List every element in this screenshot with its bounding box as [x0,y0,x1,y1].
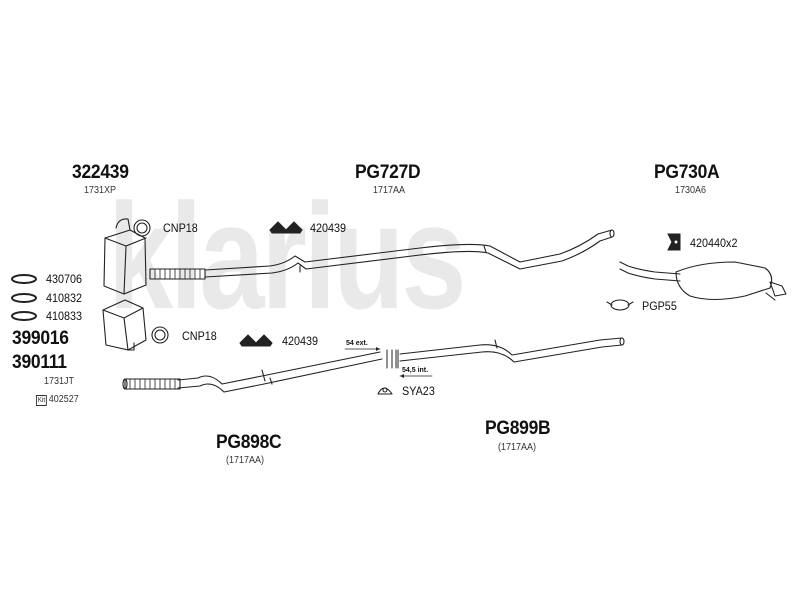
flex-section-bottom [124,378,181,390]
gasket-410832-label: 410832 [46,291,83,305]
gasket-pgp55-label: PGP55 [642,299,677,313]
part-number-pg898c: PG898C [216,432,282,453]
ref-1731jt: 1731JT [44,376,75,387]
part-number-pg727d: PG727D [355,162,421,183]
brand-watermark: klarius [108,172,467,340]
annotation-ext: 54 ext. [346,340,368,347]
ref-1731xp: 1731XP [84,185,117,196]
hanger-bottom-shape [239,334,273,347]
gasket-ring-3 [11,311,37,321]
ref-1717aa-bottom-center: (1717AA) [498,442,537,453]
ref-1730a6: 1730A6 [675,185,707,196]
tailpipe-pg730a [619,261,681,275]
part-number-390111: 390111 [12,352,67,373]
ref-1717aa-bottom-left: (1717AA) [226,455,265,466]
hanger-right-label: 420440x2 [690,236,738,250]
hanger-top-shape [269,221,303,234]
pipe-pg899b [399,337,623,356]
clamp-top-label: CNP18 [163,221,198,235]
rear-silencer [675,261,773,301]
part-number-pg730a: PG730A [654,162,720,183]
annotation-int: 54,5 int. [402,367,429,374]
flex-section-top [149,268,206,280]
hanger-bottom-label: 420439 [282,334,319,348]
gasket-ring-2 [11,293,37,303]
clamp-bottom-label: CNP18 [182,329,217,343]
gasket-ring-1 [11,274,37,284]
part-number-322439: 322439 [72,162,129,183]
mount-sya23-label: SYA23 [402,384,435,398]
ref-1717aa-top: 1717AA [373,185,406,196]
kit-box: Kit [36,395,47,406]
hanger-top-label: 420439 [310,221,347,235]
kit-number-value: 402527 [48,394,79,405]
catalyst-bottom [102,299,147,351]
pipe-pg898c [177,351,381,385]
part-number-399016: 399016 [12,328,69,349]
part-number-pg899b: PG899B [485,418,551,439]
pipe-pg727d [204,229,613,271]
gasket-410833-label: 410833 [46,309,83,323]
gasket-430706-label: 430706 [46,272,83,286]
